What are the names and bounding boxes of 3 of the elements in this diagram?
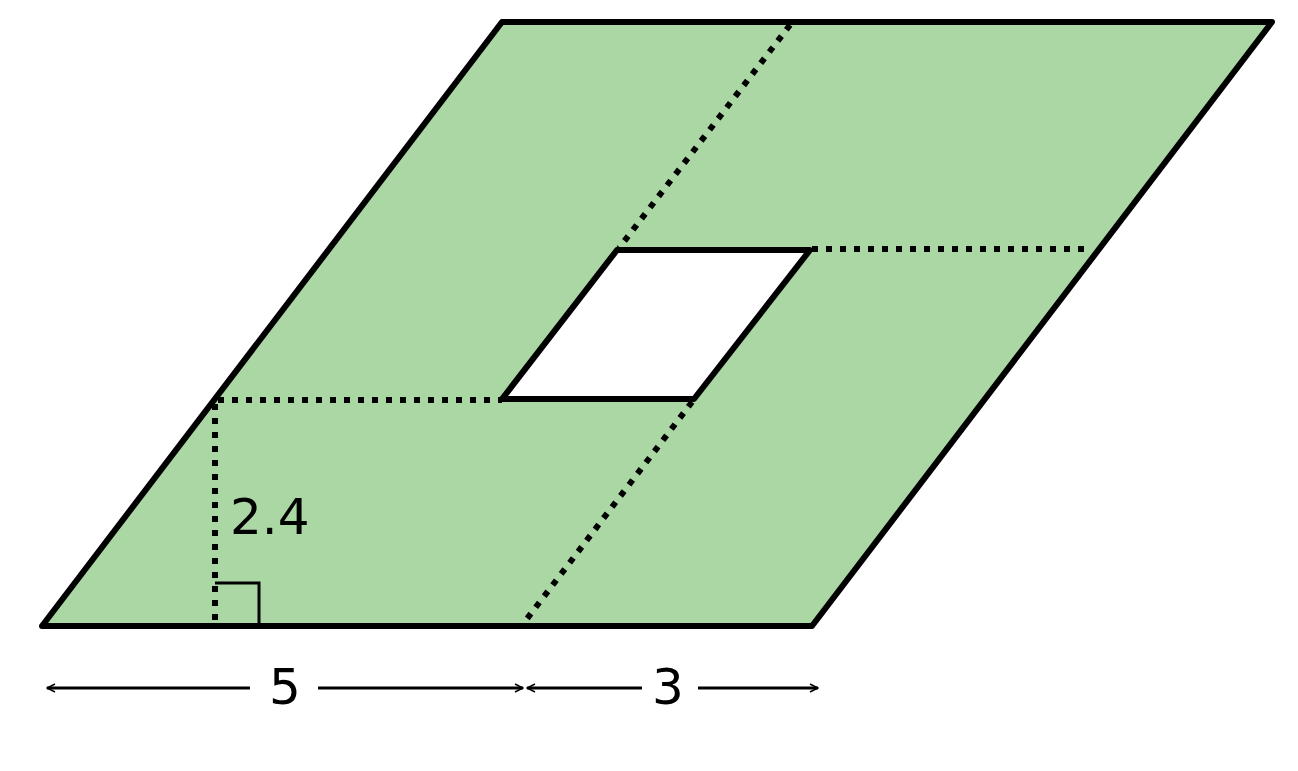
height-label: 2.4 xyxy=(230,492,310,542)
dimension-label: 3 xyxy=(652,662,684,712)
dimension-label: 5 xyxy=(269,662,301,712)
